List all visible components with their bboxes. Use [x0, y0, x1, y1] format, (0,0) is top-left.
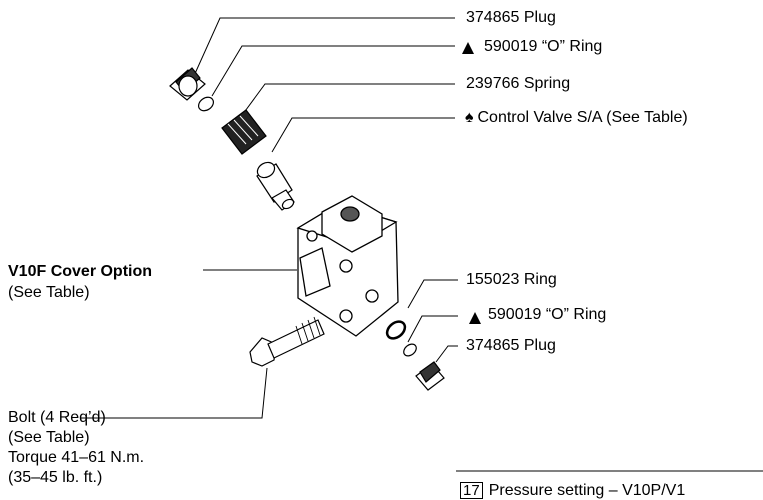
- spade-icon: ♠: [465, 109, 474, 126]
- ring-part: [385, 320, 407, 340]
- label-cover-title: V10F Cover Option: [8, 263, 153, 280]
- label-control-valve: ♠Control Valve S/A (See Table): [465, 108, 688, 127]
- label-bolt-1: Bolt (4 Req’d): [8, 409, 106, 426]
- label-spring: 239766 Spring: [466, 75, 571, 92]
- figure-caption: 17 Pressure setting – V10P/V1: [460, 481, 685, 500]
- leader-control-valve: [271, 117, 455, 153]
- label-bolt-2: (See Table): [8, 429, 90, 446]
- label-oring-top: 590019 “O” Ring: [480, 37, 602, 56]
- cover-body-part: [296, 195, 399, 337]
- leader-ring: [407, 279, 458, 309]
- label-oring-bottom: 590019 “O” Ring: [486, 305, 606, 324]
- oring-bottom-part: [403, 343, 417, 357]
- label-cover-note: (See Table): [8, 284, 90, 301]
- label-bolt-4: (35–45 lb. ft.): [8, 469, 103, 486]
- label-control-valve-text: Control Valve S/A (See Table): [477, 109, 688, 126]
- leader-oring-top: [211, 45, 455, 97]
- figure-caption-text: Pressure setting – V10P/V1: [488, 482, 686, 499]
- figure-number: 17: [460, 482, 483, 499]
- label-ring: 155023 Ring: [466, 271, 557, 288]
- leader-plug-top: [192, 17, 455, 79]
- leader-oring-bottom: [407, 315, 458, 343]
- label-plug-bottom: 374865 Plug: [466, 337, 556, 354]
- triangle-icon: [462, 42, 474, 54]
- label-oring-bottom-text: 590019 “O” Ring: [488, 306, 607, 323]
- label-plug-top: 374865 Plug: [466, 9, 556, 26]
- spring-part: [221, 109, 267, 155]
- leader-bolt: [80, 367, 268, 419]
- label-bolt-3: Torque 41–61 N.m.: [8, 449, 145, 466]
- leader-spring: [239, 83, 455, 119]
- control-valve-part: [256, 161, 295, 211]
- oring-top-part: [197, 96, 215, 112]
- plug-top-part: [169, 67, 206, 101]
- leader-plug-bottom: [435, 345, 458, 363]
- plug-bottom-part: [415, 361, 445, 391]
- triangle-icon: [469, 312, 481, 324]
- label-oring-top-text: 590019 “O” Ring: [484, 38, 603, 55]
- bolt-part: [249, 316, 325, 367]
